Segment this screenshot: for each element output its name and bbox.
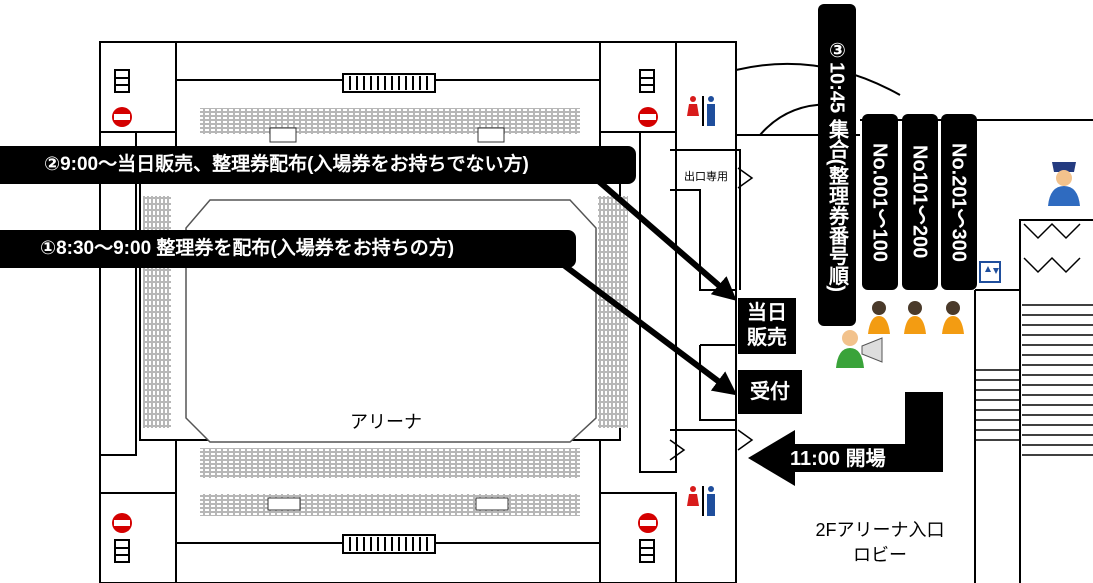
arena-label: アリーナ xyxy=(350,412,422,432)
group-label-1: No.001～100 xyxy=(862,114,898,290)
restroom-icon xyxy=(687,96,715,516)
same-day-sales-box: 当日 販売 xyxy=(738,298,796,354)
group-label-2: No101～200 xyxy=(902,114,938,290)
no-entry-icon xyxy=(112,107,658,533)
staff-icon xyxy=(1048,162,1080,206)
arrow-path-2 xyxy=(586,169,737,301)
stage-marker-bottom xyxy=(342,534,436,554)
stage-marker-top xyxy=(342,73,436,93)
person-icon xyxy=(868,301,964,334)
arrow-path-1 xyxy=(551,254,738,396)
door-symbols xyxy=(669,167,1081,461)
lobby-label-line1: 2Fアリーナ入口 xyxy=(815,520,945,540)
exit-only-label: 出口専用 xyxy=(684,171,728,183)
lobby-label-line2: ロビー xyxy=(853,545,907,565)
group-label-3: No.201～300 xyxy=(941,114,977,290)
reception-box: 受付 xyxy=(738,370,802,414)
opening-label: 11:00 開場 xyxy=(790,448,886,470)
stairs-icon xyxy=(114,69,655,563)
opening-arrow xyxy=(748,392,943,486)
seating-bottom xyxy=(200,448,580,516)
banner-ticket-holders: ①8:30～9:00 整理券を配布(入場券をお持ちの方) xyxy=(0,230,576,268)
megaphone-person-icon xyxy=(836,330,883,368)
gather-label: ③10:45 集合(整理券番号順) xyxy=(818,4,856,326)
banner-same-day-sales: ②9:00～当日販売、整理券配布(入場券をお持ちでない方) xyxy=(0,146,636,184)
stairs-right xyxy=(975,304,1093,456)
elevator-icon xyxy=(979,261,1001,283)
